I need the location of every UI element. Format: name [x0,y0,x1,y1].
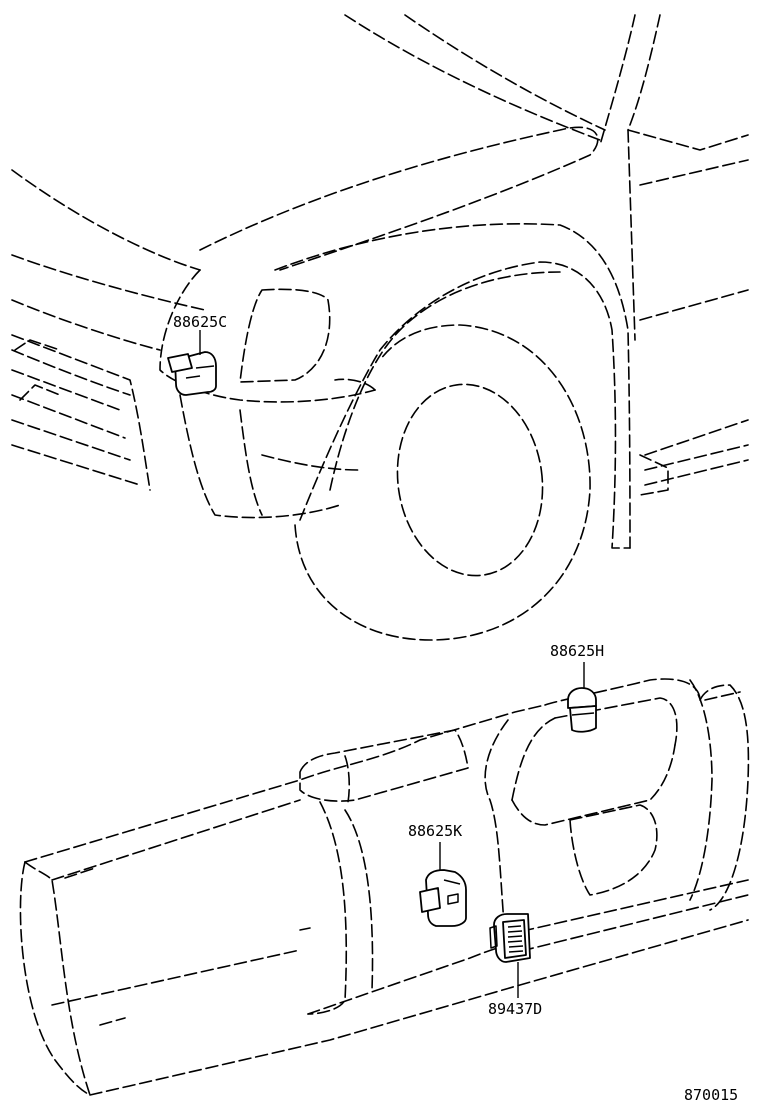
part-88625H-sensor[interactable] [567,687,597,733]
part-89437D-bracket[interactable] [489,913,531,963]
vehicle-front-outline [11,14,749,641]
part-88625K-sensor[interactable] [419,869,467,927]
part-label-88625K: 88625K [408,822,462,840]
figure-id: 870015 [684,1086,738,1104]
bumper-outline [19,678,750,1096]
part-label-88625C: 88625C [173,313,227,331]
part-88625C-sensor[interactable] [167,351,217,396]
part-label-89437D: 89437D [488,1000,542,1018]
part-label-88625H: 88625H [550,642,604,660]
